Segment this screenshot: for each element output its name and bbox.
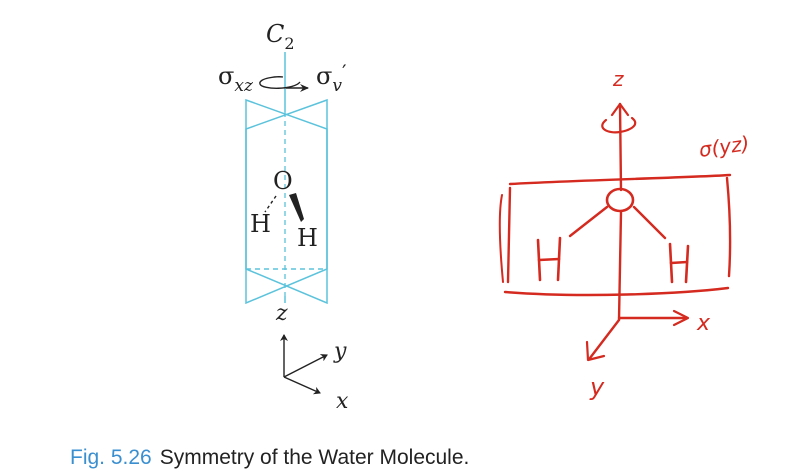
hydrogen-atom-right: H — [297, 224, 318, 252]
sketch-plane-right-edge — [725, 176, 732, 278]
sketch-y-axis — [588, 318, 621, 360]
mirror-plane-xz — [245, 98, 328, 305]
sketch-hydrogen-right — [668, 242, 690, 284]
sketch-z-arrowhead — [610, 102, 630, 117]
figure-number: Fig. 5.26 — [70, 446, 152, 469]
sketch-rotation-symbol — [601, 116, 637, 134]
mirror-plane-v-prime — [245, 98, 328, 305]
mirror-planes — [245, 98, 328, 305]
rotation-arc — [259, 76, 301, 89]
sigma-xz-label: σxz — [218, 62, 254, 96]
sketch-bond-right — [632, 205, 667, 240]
sketch-bond-left — [568, 205, 609, 238]
axis-y-arrow — [283, 354, 328, 378]
sketch-y-arrowhead — [585, 340, 606, 362]
sketch-axis-x-label: x — [696, 311, 711, 336]
axis-z-label: z — [275, 301, 288, 326]
figure-caption: Fig. 5.26 Symmetry of the Water Molecule. — [70, 446, 469, 470]
sketch-plane-left-edge-2 — [498, 194, 504, 283]
figure-title: Symmetry of the Water Molecule. — [159, 446, 470, 469]
sketch-plane-top — [508, 173, 732, 186]
axis-x-label: x — [336, 389, 349, 414]
oxygen-atom: O — [273, 167, 293, 195]
hydrogen-atom-left: H — [250, 210, 271, 238]
sketch-x-arrowhead — [672, 309, 690, 327]
sketch-plane-bottom — [503, 286, 730, 297]
sketch-plane-left-edge — [506, 186, 512, 284]
sketch-hydrogen-left — [536, 236, 562, 282]
c2-label: C2 — [266, 20, 295, 53]
handwritten-sketch: z σ(yz) x — [498, 67, 751, 401]
sketch-axis-y-label: y — [589, 373, 605, 401]
axis-y-label: y — [333, 339, 347, 364]
axis-x-arrow — [283, 376, 321, 395]
sketch-oxygen-atom — [605, 187, 635, 213]
sketch-axis-z-label: z — [612, 67, 624, 91]
sketch-plane-label: σ(yz) — [697, 131, 750, 162]
wedge-bond-right — [289, 193, 304, 222]
sketch-z-axis — [617, 102, 623, 322]
printed-diagram: C2 σxz σv′ O H H z y x — [218, 20, 349, 414]
sigma-v-prime-label: σv′ — [316, 60, 347, 96]
